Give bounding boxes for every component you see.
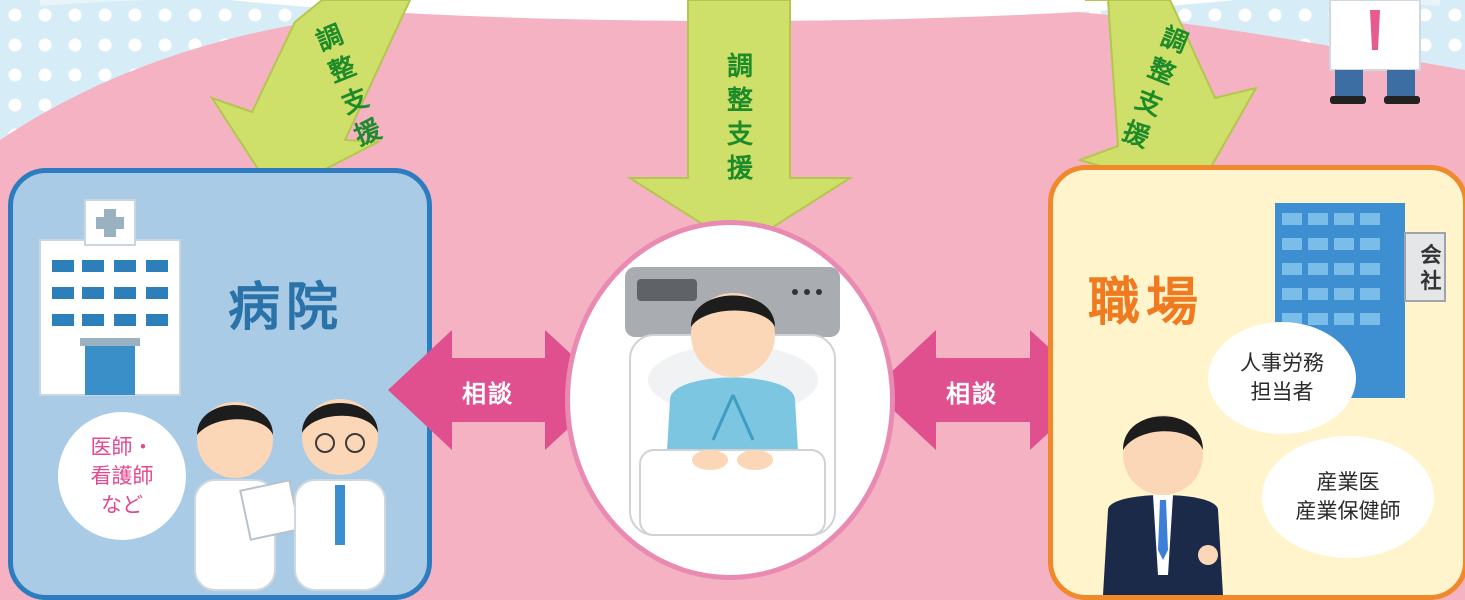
- support-label-center: 調整支援: [726, 52, 753, 184]
- consult-label-right: 相談: [946, 380, 998, 408]
- workplace-title: 職場: [1088, 273, 1205, 333]
- company-sign: 会 社: [1420, 243, 1442, 293]
- medical-staff-bubble: 医師・ 看護師 など: [58, 412, 186, 540]
- hospital-title: 病院: [228, 278, 345, 338]
- patient-in-bed-illustration: [625, 267, 840, 536]
- hr-staff-bubble: 人事労務 担当者: [1208, 322, 1356, 434]
- consult-arrow-right: [872, 330, 1095, 450]
- doctor-right: [294, 399, 386, 591]
- businessman-illustration: [1103, 415, 1223, 595]
- coordinator-doctor-illustration: [1329, 0, 1421, 104]
- occupational-health-bubble: 産業医 産業保健師: [1262, 436, 1434, 558]
- consult-arrow-left: [388, 330, 610, 450]
- support-arrow-center: [626, 0, 854, 250]
- doctor-left: [194, 402, 301, 591]
- consult-label-left: 相談: [462, 380, 514, 408]
- doctors-illustration: [194, 399, 386, 591]
- hospital-building-icon: [39, 199, 181, 396]
